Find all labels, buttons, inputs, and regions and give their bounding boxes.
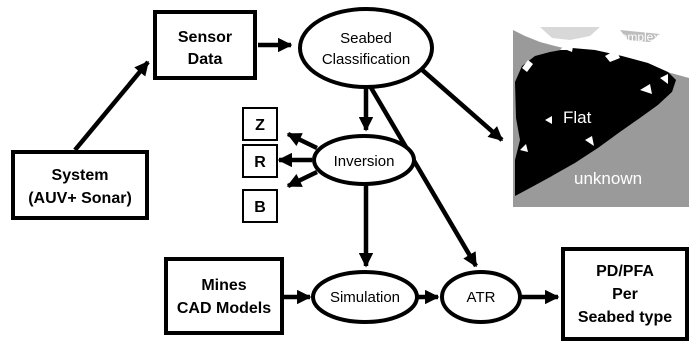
node-mines-cad-models: Mines CAD Models (164, 257, 284, 335)
system-label-line2: (AUV+ Sonar) (28, 190, 132, 207)
unknown-label: unknown (574, 169, 642, 188)
complex-pointer-arrow (567, 35, 611, 49)
pd-pfa-label-line1: PD/PFA (596, 263, 654, 280)
arrow-classification-to-atr (368, 84, 478, 268)
node-inversion: Inversion (312, 134, 416, 186)
node-b: B (242, 189, 278, 223)
inversion-label: Inversion (334, 153, 395, 170)
arrow-classification-to-map (418, 66, 504, 142)
r-label: R (254, 154, 266, 171)
pd-pfa-label-line2: Per (612, 286, 638, 303)
node-seabed-classification: Seabed Classification (298, 7, 434, 89)
node-sensor-data: Sensor Data (153, 10, 257, 80)
seabed-classification-label-line2: Classification (322, 51, 410, 68)
z-label: Z (255, 117, 265, 134)
node-z: Z (242, 107, 278, 141)
atr-label: ATR (467, 289, 496, 306)
arrow-system-to-sensor (73, 60, 150, 152)
pd-pfa-label-line3: Seabed type (578, 309, 672, 326)
complex-label: Complex (612, 30, 659, 44)
connections (73, 37, 560, 305)
flat-label: Flat (563, 108, 592, 127)
node-system: System (AUV+ Sonar) (11, 150, 149, 220)
b-label: B (254, 199, 266, 216)
arrow-inversion-to-z (286, 131, 318, 151)
simulation-label: Simulation (330, 289, 400, 306)
sensor-data-label-line2: Data (188, 51, 223, 68)
node-r: R (242, 144, 278, 178)
node-pd-pfa: PD/PFA Per Seabed type (561, 247, 689, 341)
sensor-data-label-line1: Sensor (178, 29, 232, 46)
system-label-line1: System (52, 167, 109, 184)
arrow-inversion-to-b (286, 169, 318, 189)
seabed-map-image: Complex Flat unknown (513, 27, 689, 207)
node-atr: ATR (440, 270, 522, 324)
node-simulation: Simulation (311, 270, 419, 324)
mines-cad-label-line2: CAD Models (177, 300, 271, 317)
seabed-classification-label-line1: Seabed (340, 30, 392, 47)
mines-cad-label-line1: Mines (201, 277, 246, 294)
